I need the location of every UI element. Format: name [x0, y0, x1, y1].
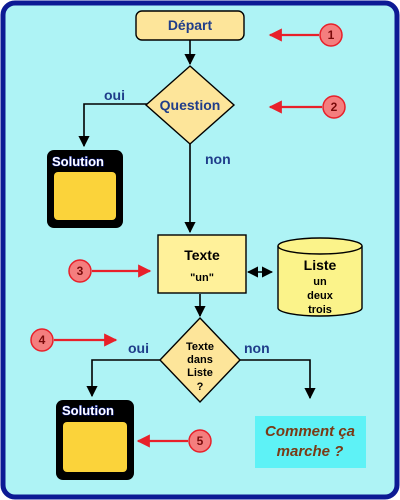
callout-2: 2	[268, 95, 346, 119]
node-decision-line-4: ?	[197, 381, 204, 393]
node-liste-item-3: trois	[308, 304, 332, 316]
caption-box: Comment ça marche ?	[255, 416, 366, 468]
caption-line-2: marche ?	[277, 443, 344, 460]
edge-label-question-no: non	[205, 151, 231, 167]
caption-line-1: Comment ça	[265, 423, 355, 440]
node-liste-title: Liste	[304, 257, 337, 273]
node-start[interactable]: Départ	[135, 10, 245, 41]
edge-decision-no	[240, 359, 316, 400]
node-texte-value: "un"	[190, 272, 214, 284]
node-decision-line-3: Liste	[187, 367, 213, 379]
node-texte-title: Texte	[184, 247, 220, 263]
node-question[interactable]: Question	[144, 65, 236, 145]
node-solution-1-label: Solution	[52, 154, 104, 169]
node-decision-line-2: dans	[187, 354, 213, 366]
node-liste-item-2: deux	[307, 290, 334, 302]
callout-5: 5	[136, 429, 212, 453]
node-decision-line-1: Texte	[186, 341, 214, 353]
node-liste-item-1: un	[313, 276, 327, 288]
edge-label-decision-yes: oui	[128, 340, 149, 356]
node-solution-1[interactable]: Solution	[47, 150, 123, 228]
edge-label-question-yes: oui	[104, 87, 125, 103]
callout-1-number: 1	[328, 28, 335, 42]
callout-3: 3	[68, 259, 152, 283]
edge-question-solution1	[78, 103, 150, 148]
node-decision[interactable]: Texte dans Liste ?	[159, 316, 241, 404]
callout-5-number: 5	[197, 434, 204, 448]
callout-3-number: 3	[77, 264, 84, 278]
callout-4-number: 4	[39, 333, 46, 347]
callout-2-number: 2	[331, 100, 338, 114]
node-liste[interactable]: Liste un deux trois	[277, 237, 363, 317]
node-start-label: Départ	[168, 17, 213, 33]
callout-4: 4	[30, 328, 118, 352]
edge-label-decision-no: non	[244, 340, 270, 356]
node-solution-2-label: Solution	[62, 403, 114, 418]
node-texte[interactable]: Texte "un"	[157, 234, 247, 294]
edge-decision-solution2	[86, 359, 160, 398]
callout-1: 1	[268, 23, 343, 47]
node-solution-2[interactable]: Solution	[56, 400, 134, 480]
node-question-label: Question	[160, 97, 221, 113]
